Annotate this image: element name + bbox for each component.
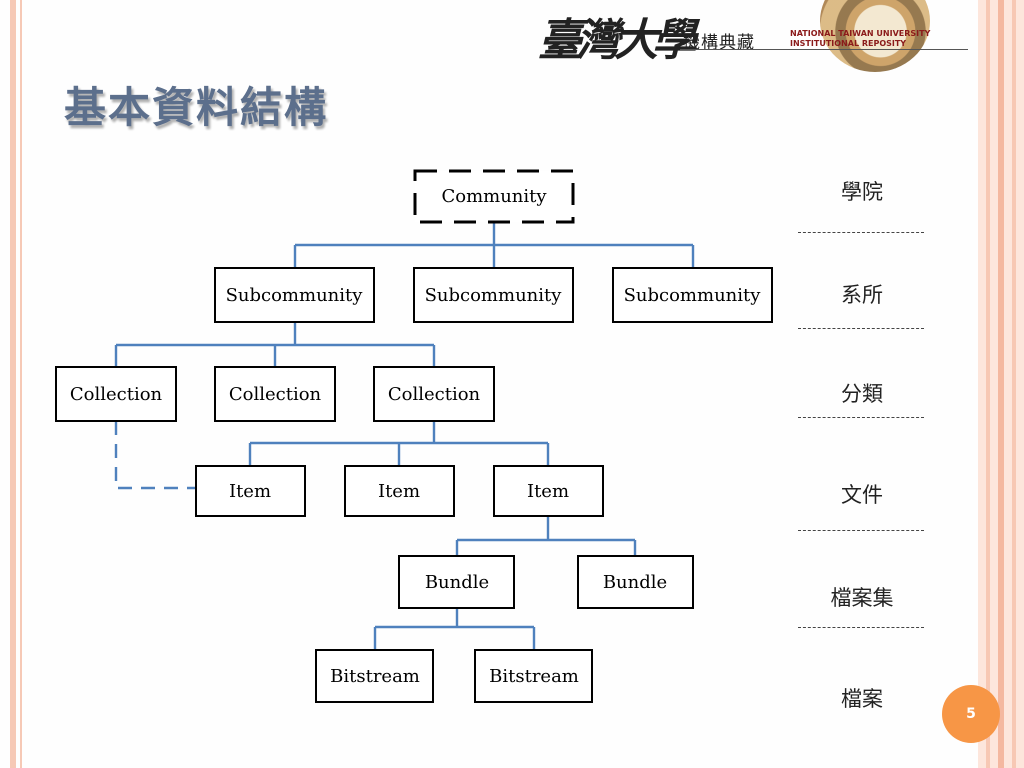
page-number-badge: 5: [942, 685, 1000, 743]
item-node: Item: [195, 465, 306, 517]
logo-english-line-2: INSTITUTIONAL REPOSITY: [790, 39, 907, 48]
item-label: Item: [378, 481, 420, 502]
left-frame-stripe: [10, 0, 16, 768]
level-separator: [798, 232, 924, 233]
level-separator: [798, 417, 924, 418]
collection-label: Collection: [70, 384, 163, 405]
item-node: Item: [493, 465, 604, 517]
bitstream-label: Bitstream: [330, 666, 420, 687]
subcommunity-label: Subcommunity: [624, 285, 762, 306]
level-label-file: 檔案: [841, 687, 883, 711]
bundle-label: Bundle: [425, 572, 489, 593]
bitstream-node: Bitstream: [315, 649, 434, 703]
collection-label: Collection: [229, 384, 322, 405]
subcommunity-node: Subcommunity: [612, 267, 773, 323]
subcommunity-node: Subcommunity: [413, 267, 574, 323]
bitstream-node: Bitstream: [474, 649, 593, 703]
right-frame-stripes: [978, 0, 1024, 768]
collection-label: Collection: [388, 384, 481, 405]
subcommunity-label: Subcommunity: [226, 285, 364, 306]
level-label-college: 學院: [841, 180, 883, 204]
level-label-category: 分類: [841, 382, 883, 406]
subcommunity-label: Subcommunity: [425, 285, 563, 306]
bundle-node: Bundle: [398, 555, 515, 609]
level-separator: [798, 530, 924, 531]
bundle-node: Bundle: [577, 555, 694, 609]
level-separator: [798, 328, 924, 329]
collection-node: Collection: [214, 366, 336, 422]
logo-repository-name: 機構典藏: [683, 33, 755, 53]
level-label-department: 系所: [841, 283, 883, 307]
level-label-document: 文件: [841, 483, 883, 507]
community-label: Community: [441, 186, 547, 207]
left-frame-stripe-thin: [20, 0, 22, 768]
level-separator: [798, 627, 924, 628]
item-label: Item: [229, 481, 271, 502]
community-node: Community: [413, 169, 575, 224]
logo-calligraphy: 臺灣大學: [538, 15, 696, 66]
subcommunity-node: Subcommunity: [214, 267, 375, 323]
logo-english-line-1: NATIONAL TAIWAN UNIVERSITY: [790, 29, 931, 38]
slide-title: 基本資料結構: [64, 83, 329, 132]
collection-node: Collection: [55, 366, 177, 422]
item-label: Item: [527, 481, 569, 502]
level-label-file-set: 檔案集: [830, 586, 894, 610]
bitstream-label: Bitstream: [489, 666, 579, 687]
logo-divider: [680, 49, 968, 50]
collection-node: Collection: [373, 366, 495, 422]
connectors: [114, 222, 695, 650]
item-node: Item: [344, 465, 455, 517]
bundle-label: Bundle: [603, 572, 667, 593]
university-logo: 臺灣大學 機構典藏 NATIONAL TAIWAN UNIVERSITY INS…: [530, 0, 980, 72]
